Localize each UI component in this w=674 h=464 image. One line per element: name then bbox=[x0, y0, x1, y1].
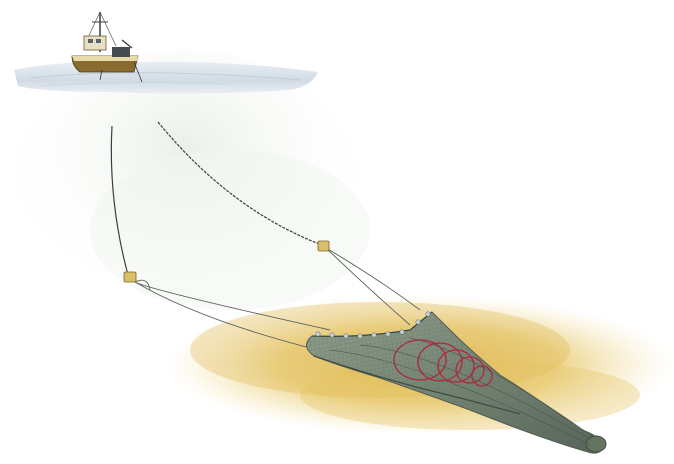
fishing-vessel bbox=[72, 12, 142, 82]
sea-surface bbox=[14, 62, 318, 94]
port-trawl-door bbox=[124, 272, 136, 282]
starboard-trawl-door bbox=[318, 241, 329, 251]
